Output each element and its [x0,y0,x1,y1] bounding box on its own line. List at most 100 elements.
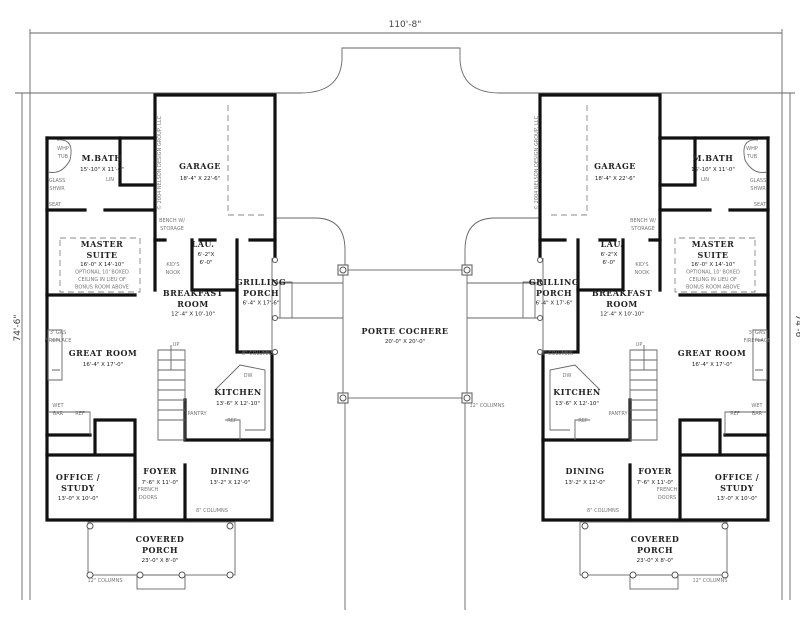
left-master-suite-dims: 16'-0" X 14'-10" [80,262,124,268]
left-great-room-dims: 16'-4" X 17'-0" [83,362,123,368]
right-master-suite-title: SUITE [697,250,728,260]
right-glass-shower-label: GLASS [750,178,767,184]
left-breakfast-room-title: ROOM [177,299,208,309]
left-laundry-title: LAU. [192,239,215,249]
left-office-study-dims: 13'-0" X 10'-0" [58,496,98,502]
porte-cochere-title: PORTE COCHERE [362,326,449,336]
left-seat-label: SEAT [49,202,62,208]
left-dining-title: DINING [211,466,250,476]
right-foyer-dims: 7'-6" X 11'-0" [637,480,674,486]
left-master-bath-dims: 15'-10" X 11'-0" [80,167,124,173]
left-dining-dims: 13'-2" X 12'-0" [210,480,250,486]
left-breakfast-room-title: BREAKFAST [163,288,223,298]
right-office-study-title: STUDY [720,483,754,493]
column-ring [339,394,347,402]
left-stairs-up-label: UP [173,342,180,348]
left-grilling-porch-title: GRILLING [236,277,286,287]
right-covered-porch-title: PORCH [637,545,673,555]
right-seat-label: SEAT [754,202,767,208]
right-laundry-dims: 6'-0" [602,260,615,266]
column-ring [463,266,471,274]
right-french-doors-label: FRENCH [657,487,678,493]
right-office-study-title: OFFICE / [715,472,759,482]
right-dishwasher-label: DW [563,373,572,379]
left-dishwasher-label: DW [244,373,253,379]
right-master-suite-note: OPTIONAL 10' BOXED [686,270,740,276]
right-covered-porch-title: COVERED [631,534,680,544]
right-pantry-label: PANTRY [608,411,628,417]
right-office-study-dims: 13'-0" X 10'-0" [717,496,757,502]
left-kids-nook-label: KID'S [166,262,179,268]
right-breakfast-room-title: BREAKFAST [592,288,652,298]
right-grilling-porch-dims: 6'-4" X 17'-6" [536,301,573,307]
left-bench-storage-label: BENCH W/ [159,218,185,224]
right-wet-bar-label: WET [751,403,763,409]
right-kitchen-dims: 13'-6" X 12'-10" [555,401,599,407]
right-bench-storage-label: BENCH W/ [630,218,656,224]
right-linen-label: LIN [701,177,709,183]
right-grilling-porch-title: GRILLING [529,277,579,287]
right-kitchen-ref-label: REF [578,418,588,424]
dimension-lines [15,29,795,600]
left-wet-bar-label: WET [52,403,64,409]
left-wet-bar-ref-label: REF [75,411,85,417]
right-laundry-dims: 6'-2"X [601,252,618,258]
right-porch-columns-note: 12" COLUMNS [692,578,727,584]
left-kitchen-ref-label: REF [227,418,237,424]
copyright-left: © 2004 NELSON DESIGN GROUP, LLC [156,115,163,210]
left-master-suite-note: BONUS ROOM ABOVE [75,285,129,291]
right-fireplace-label: 3' GAS [749,330,766,336]
right-foyer-title: FOYER [638,466,672,476]
left-glass-shower-label: SHWR [49,186,65,192]
right-master-bath-title: M.BATH [693,153,734,163]
left-garage-title: GARAGE [179,161,221,171]
right-columns-note: 8" COLUMNS [587,508,619,514]
right-kids-nook-label: KID'S [635,262,648,268]
right-kids-nook-label: NOOK [635,270,651,276]
left-foyer-dims: 7'-6" X 11'-0" [142,480,179,486]
left-garage-dims: 18'-4" X 22'-6" [180,176,220,182]
left-columns-note: 8" COLUMNS [242,351,274,357]
left-laundry-dims: 6'-0" [199,260,212,266]
right-glass-shower-label: SHWR [750,186,766,192]
left-bench-storage-label: STORAGE [160,226,184,232]
right-garage-dims: 18'-4" X 22'-6" [595,176,635,182]
right-fireplace-label: FIREPLACE [744,338,771,344]
left-linen-label: LIN [106,177,114,183]
right-master-suite-note: BONUS ROOM ABOVE [686,285,740,291]
left-covered-porch-title: COVERED [136,534,185,544]
left-master-bath-title: M.BATH [82,153,123,163]
left-kids-nook-label: NOOK [166,270,182,276]
left-french-doors-label: DOORS [139,495,157,501]
right-master-suite-title: MASTER [692,239,735,249]
left-master-suite-title: MASTER [81,239,124,249]
left-foyer-title: FOYER [143,466,177,476]
right-whp-tub-label: WHP [746,146,758,152]
porte-cochere [275,217,540,610]
left-covered-porch-dims: 23'-0" X 8'-0" [142,558,179,564]
right-wet-bar-ref-label: REF [730,411,740,417]
left-kitchen-title: KITCHEN [214,387,261,397]
right-great-room-title: GREAT ROOM [678,348,747,358]
left-fireplace-label: FIREPLACE [45,338,72,344]
right-columns-note: 8" COLUMNS [541,351,573,357]
right-kitchen-title: KITCHEN [553,387,600,397]
right-master-suite-note: CEILING IN LIEU OF [689,277,737,283]
overall-depth-label-right: 74'-6" [793,314,800,341]
overall-depth-label-left: 74'-6" [13,314,23,341]
left-breakfast-room-dims: 12'-4" X 10'-10" [171,312,215,318]
left-kitchen-dims: 13'-6" X 12'-10" [216,401,260,407]
right-breakfast-room-title: ROOM [606,299,637,309]
column-ring [339,266,347,274]
left-covered-porch-title: PORCH [142,545,178,555]
column-ring [463,394,471,402]
porte-cochere-columns [337,264,473,404]
left-laundry-dims: 6'-2"X [198,252,215,258]
right-breakfast-room-dims: 12'-4" X 10'-10" [600,312,644,318]
right-covered-porch-dims: 23'-0" X 8'-0" [637,558,674,564]
right-great-room-dims: 16'-4" X 17'-0" [692,362,732,368]
right-master-suite-dims: 16'-0" X 14'-10" [691,262,735,268]
left-master-suite-title: SUITE [86,250,117,260]
